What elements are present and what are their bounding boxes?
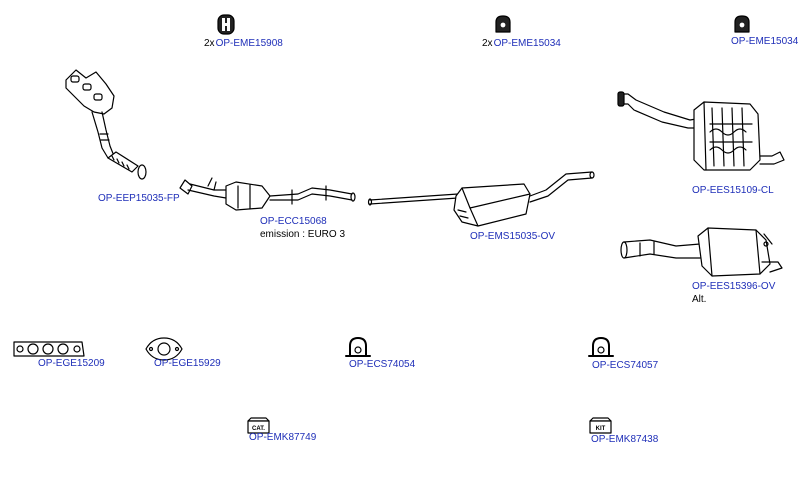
part-label: OP-EES15396-OV — [692, 281, 775, 293]
rubber-hanger-icon[interactable] — [217, 14, 235, 35]
part-code-link[interactable]: OP-EMK87438 — [591, 434, 659, 445]
part-code-link[interactable]: OP-EME15908 — [215, 38, 283, 49]
rubber-mount-icon[interactable] — [495, 15, 511, 33]
middle-silencer-icon[interactable] — [367, 171, 595, 227]
part-code-link[interactable]: OP-EES15396-OV — [692, 281, 776, 292]
part-label: OP-EMK87749 — [249, 432, 316, 444]
part-label: OP-EMS15035-OV — [470, 231, 555, 243]
alternative-note: Alt. — [692, 294, 707, 305]
catalytic-converter-icon[interactable] — [179, 177, 356, 211]
part-code-link[interactable]: OP-EGE15209 — [38, 358, 105, 369]
part-label: 2xOP-EME15908 — [204, 38, 283, 50]
part-label: OP-EEP15035-FP — [98, 193, 180, 205]
rubber-mount-icon[interactable] — [734, 15, 750, 33]
clamp-icon[interactable] — [588, 337, 614, 357]
part-label: OP-ECC15068 — [260, 216, 327, 228]
mounting-kit-icon[interactable]: KIT — [589, 417, 612, 434]
part-label: OP-ECS74057 — [592, 360, 658, 372]
part-code-link[interactable]: OP-EME15034 — [731, 36, 799, 47]
kit-badge-cat: CAT. — [252, 426, 265, 432]
part-code-link[interactable]: OP-EME15034 — [493, 38, 561, 49]
part-code-link[interactable]: OP-EMK87749 — [249, 432, 317, 443]
part-label: OP-ECS74054 — [349, 359, 415, 371]
kit-badge-kit: KIT — [596, 426, 606, 432]
part-code-link[interactable]: OP-ECS74057 — [592, 360, 659, 371]
rear-silencer-icon[interactable] — [617, 91, 785, 171]
flange-gasket-icon[interactable] — [145, 337, 183, 361]
part-code-link[interactable]: OP-EEP15035-FP — [98, 193, 180, 204]
exhaust-manifold-icon[interactable] — [65, 69, 147, 180]
part-label: OP-EES15109-CL — [692, 185, 774, 197]
part-label: 2xOP-EME15034 — [482, 38, 561, 50]
quantity: 2x — [482, 38, 493, 49]
mounting-kit-icon[interactable]: CAT. — [247, 417, 270, 434]
part-label: OP-EMK87438 — [591, 434, 658, 446]
manifold-gasket-icon[interactable] — [13, 341, 85, 357]
part-code-link[interactable]: OP-EMS15035-OV — [470, 231, 556, 242]
rear-silencer-alt-icon[interactable] — [620, 227, 783, 277]
part-label: OP-EME15034 — [731, 36, 798, 48]
quantity: 2x — [204, 38, 215, 49]
emission-note: emission : EURO 3 — [260, 229, 346, 240]
part-label: OP-EGE15209 — [38, 358, 105, 370]
part-code-link[interactable]: OP-EGE15929 — [154, 358, 221, 369]
part-code-link[interactable]: OP-ECS74054 — [349, 359, 416, 370]
part-label: OP-EGE15929 — [154, 358, 221, 370]
part-code-link[interactable]: OP-EES15109-CL — [692, 185, 774, 196]
clamp-icon[interactable] — [345, 337, 371, 357]
part-code-link[interactable]: OP-ECC15068 — [260, 216, 327, 227]
